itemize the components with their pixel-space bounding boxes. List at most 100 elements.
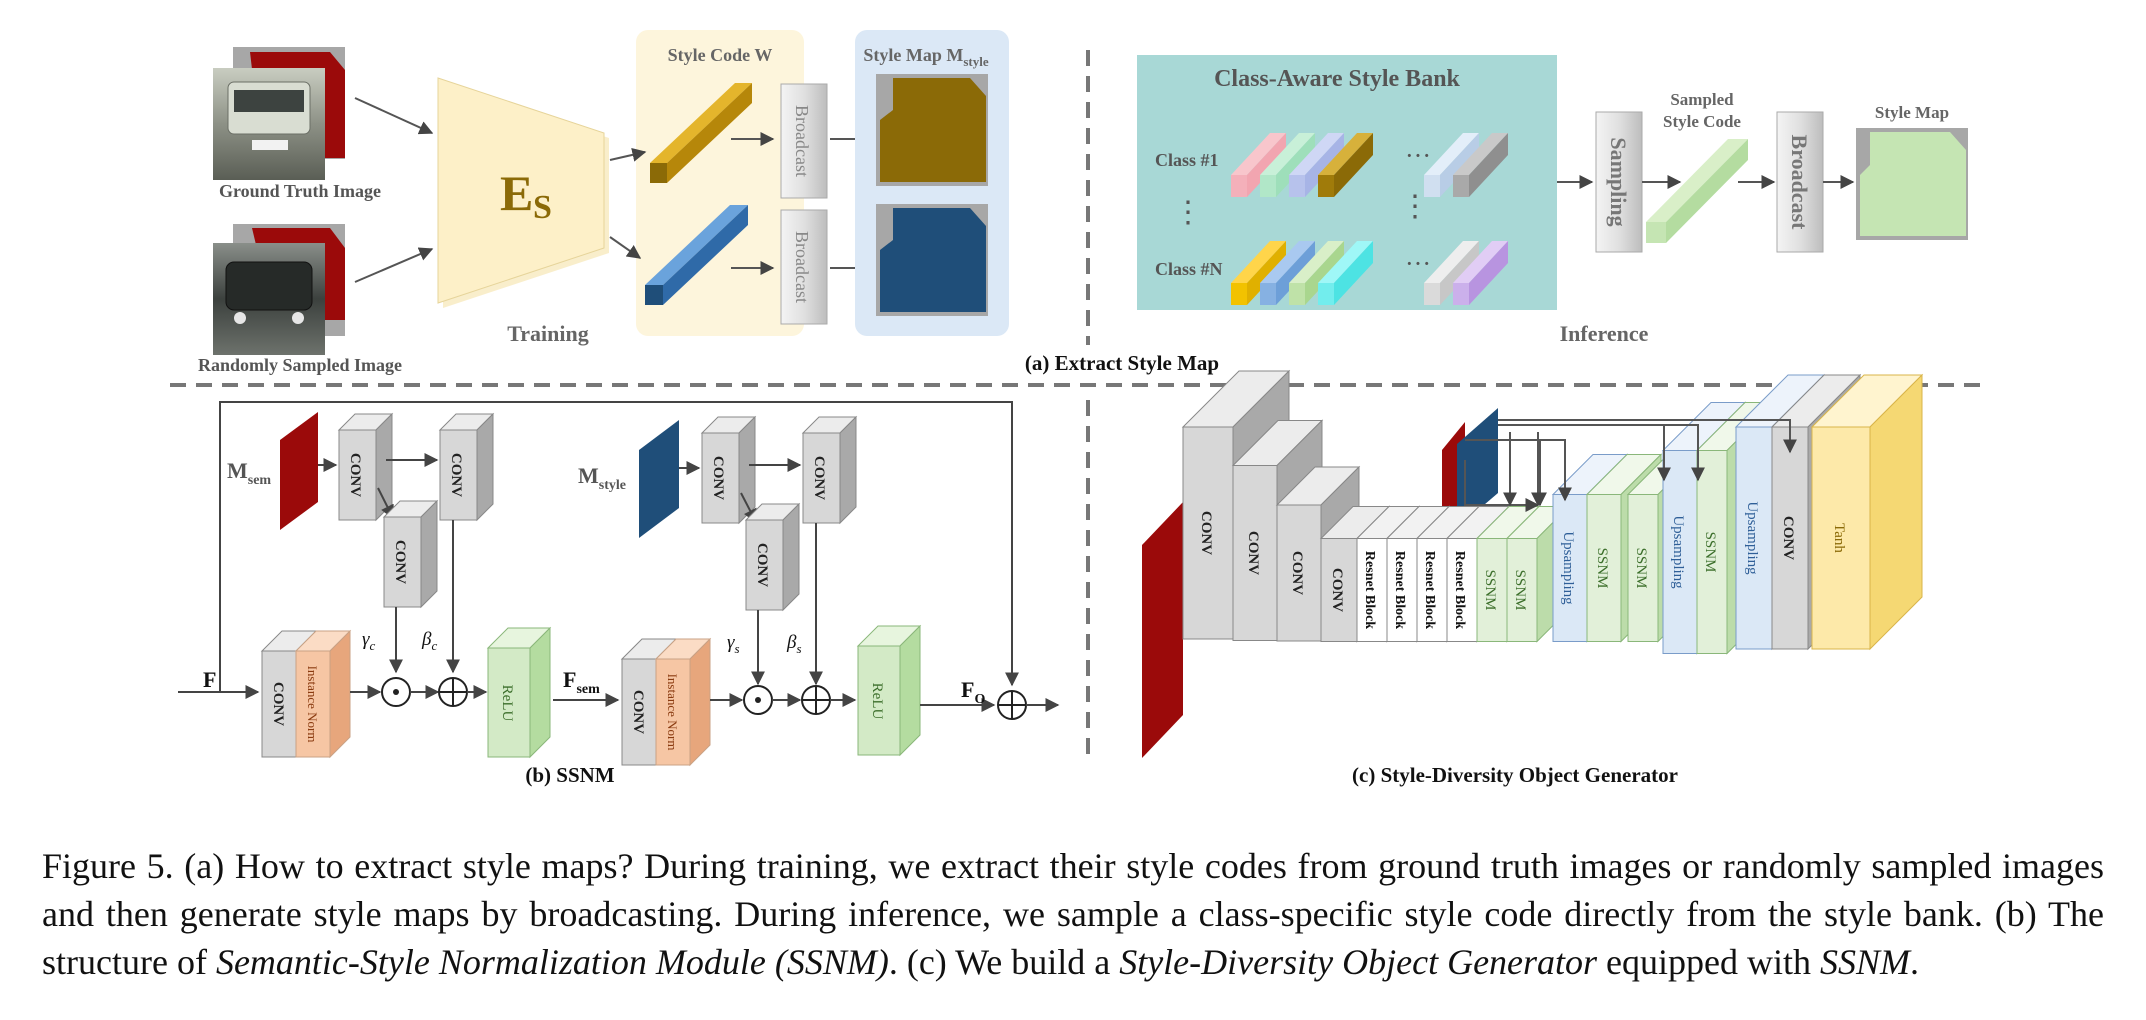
mstyle-label: Mstyle: [578, 463, 626, 493]
panel-c-generator: CONV CONV CONV CONV Resnet Block Resnet Block…: [1142, 369, 1924, 758]
ssnm-conv-in-2: CONV Instance Norm: [620, 637, 712, 767]
ssnm-relu-2: ReLU: [856, 624, 922, 757]
svg-text:ReLU: ReLU: [499, 685, 515, 722]
sampled-title-line2: Style Code: [1663, 112, 1741, 131]
svg-text:CONV: CONV: [754, 543, 770, 587]
style-bank-title: Class-Aware Style Bank: [1214, 66, 1460, 92]
ssnm-relu-1: ReLU: [486, 626, 552, 759]
class-n-label: Class #N: [1155, 259, 1223, 279]
gamma-s-label: γs: [727, 632, 740, 656]
ground-truth-image: [213, 47, 345, 180]
generator-block-label: Resnet Block: [1422, 551, 1437, 629]
generator-block-label: Upsampling: [1560, 531, 1576, 605]
encoder-subscript: S: [533, 189, 552, 226]
figure-caption: Figure 5. (a) How to extract style maps?…: [42, 846, 2104, 982]
encoder-es: E S: [437, 77, 609, 308]
svg-text:Instance Norm: Instance Norm: [665, 674, 680, 751]
ssnm-conv-gamma-s: CONV: [744, 502, 801, 612]
style-code-blue: [645, 205, 748, 305]
encoder-letter: E: [500, 165, 533, 221]
style-map-blue: [876, 204, 988, 316]
generator-blocks: CONV CONV CONV CONV Resnet Block Resnet Block…: [1181, 369, 1924, 655]
inference-style-map: [1856, 128, 1968, 240]
broadcast-box-inference: [1776, 111, 1824, 253]
generator-block-label: CONV: [1289, 551, 1305, 595]
generator-block-label: Resnet Block: [1362, 551, 1377, 629]
generator-block-label: SSNM: [1594, 548, 1610, 589]
ellipsis-horizontal-2: ···: [1405, 249, 1431, 278]
red-mask-icon: [280, 412, 318, 530]
generator-block-tanh: Tanh: [1810, 373, 1924, 651]
svg-text:CONV: CONV: [630, 690, 646, 734]
broadcast-box-top: [780, 83, 828, 199]
inference-style-map-title: Style Map: [1875, 103, 1949, 122]
generator-block-label: Upsampling: [1744, 501, 1760, 575]
panel-b-ssnm: F Msem CONV CONV CONV γc: [178, 401, 1060, 767]
broadcast-label-bottom: Broadcast: [792, 231, 812, 303]
beta-s-label: βs: [786, 632, 802, 656]
ssnm-conv-beta-s: CONV: [801, 415, 858, 525]
class-1-codes: [1231, 133, 1508, 197]
style-code-gold: [650, 83, 752, 183]
msem-label: Msem: [227, 458, 271, 488]
blue-mask-icon: [1457, 408, 1498, 528]
generator-style-arrows: [1464, 419, 1797, 512]
ssnm-conv-shared-2: CONV: [700, 415, 757, 525]
sampling-label: Sampling: [1606, 137, 1631, 226]
generator-block-label: Resnet Block: [1392, 551, 1407, 629]
generator-block-label: CONV: [1198, 511, 1214, 555]
generator-block-label: CONV: [1245, 531, 1261, 575]
random-image-label: Randomly Sampled Image: [198, 355, 402, 375]
ssnm-conv-shared-1: CONV: [337, 412, 394, 522]
fsem-label: Fsem: [563, 667, 600, 697]
fo-label: FO: [961, 677, 985, 707]
f-label: F: [203, 667, 216, 692]
generator-block-label: CONV: [1780, 516, 1796, 560]
gamma-c-label: γc: [362, 629, 376, 653]
generator-block-label: SSNM: [1633, 548, 1649, 589]
class-n-codes: [1231, 241, 1508, 305]
generator-block-label: Tanh: [1831, 523, 1847, 553]
generator-block-label: SSNM: [1702, 532, 1718, 573]
svg-text:CONV: CONV: [811, 456, 827, 500]
figure-diagram: Ground Truth Image Randomly Sampled Imag…: [170, 30, 1980, 787]
generator-block-label: Resnet Block: [1452, 551, 1467, 629]
broadcast-label-inference: Broadcast: [1787, 135, 1812, 231]
panel-a-training: Ground Truth Image Randomly Sampled Imag…: [198, 30, 1009, 375]
sampling-box: [1595, 111, 1643, 253]
panel-b-title: (b) SSNM: [525, 763, 614, 787]
generator-block-label: CONV: [1329, 568, 1345, 612]
ssnm-conv-beta-c: CONV: [438, 412, 495, 522]
blue-mask-icon: [639, 420, 679, 538]
generator-block-label: SSNM: [1482, 570, 1498, 611]
sampled-style-code: [1646, 139, 1748, 243]
style-map-gold: [876, 74, 988, 186]
svg-text:Instance Norm: Instance Norm: [305, 666, 320, 743]
ellipsis-vertical: ⋮: [1173, 196, 1203, 229]
panel-a-title: (a) Extract Style Map: [1025, 351, 1219, 375]
training-label: Training: [507, 321, 589, 346]
beta-c-label: βc: [421, 629, 437, 653]
style-map-title: Style Map Mstyle: [863, 45, 988, 69]
inference-label: Inference: [1560, 321, 1649, 346]
ellipsis-horizontal-1: ···: [1405, 141, 1431, 170]
ssnm-conv-gamma-c: CONV: [382, 499, 439, 609]
svg-text:CONV: CONV: [710, 456, 726, 500]
style-code-title: Style Code W: [668, 45, 773, 65]
add-op-icon: [997, 690, 1027, 720]
generator-block-label: Upsampling: [1670, 515, 1686, 589]
generator-block-label: SSNM: [1512, 570, 1528, 611]
svg-text:CONV: CONV: [347, 453, 363, 497]
gt-image-label: Ground Truth Image: [219, 181, 381, 201]
broadcast-box-bottom: [780, 209, 828, 325]
svg-text:ReLU: ReLU: [869, 683, 885, 720]
add-op-icon: [801, 685, 831, 715]
svg-text:CONV: CONV: [392, 540, 408, 584]
svg-text:CONV: CONV: [270, 682, 286, 726]
class-1-label: Class #1: [1155, 150, 1219, 170]
add-op-icon: [438, 677, 468, 707]
panel-a-inference: Class-Aware Style Bank Class #1 Class #N…: [1137, 55, 1968, 346]
svg-text:CONV: CONV: [448, 453, 464, 497]
red-mask-icon: [1142, 502, 1183, 758]
panel-c-title: (c) Style-Diversity Object Generator: [1352, 763, 1678, 787]
